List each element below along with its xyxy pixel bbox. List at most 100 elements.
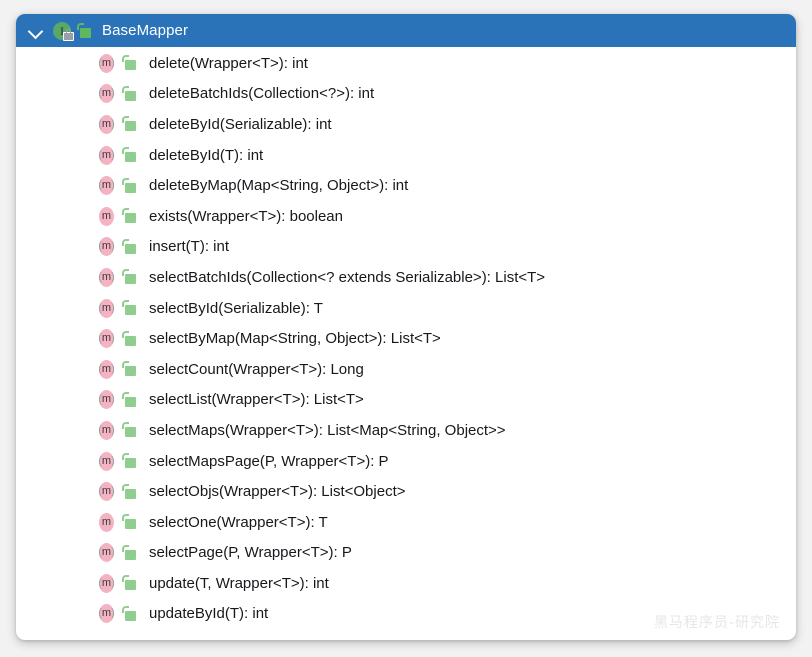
method-row[interactable]: mselectCount(Wrapper<T>): Long bbox=[16, 354, 796, 385]
abstract-method-icon: m bbox=[97, 543, 116, 563]
padlock-shackle bbox=[77, 22, 84, 30]
method-icon: m bbox=[97, 206, 116, 226]
padlock-shackle bbox=[122, 422, 129, 430]
method-row[interactable]: m insert(T): int bbox=[16, 232, 796, 263]
abstract-method-icon: m bbox=[97, 329, 116, 349]
padlock-shackle bbox=[122, 605, 129, 613]
padlock-body bbox=[125, 121, 136, 132]
padlock-body bbox=[125, 152, 136, 163]
public-unlocked-padlock-icon bbox=[122, 574, 138, 592]
padlock-body bbox=[125, 305, 136, 316]
method-row[interactable]: m selectOne(Wrapper<T>): T bbox=[16, 507, 796, 538]
chevron-down-icon[interactable] bbox=[26, 21, 46, 41]
abstract-method-icon: m bbox=[97, 573, 116, 593]
public-unlocked-padlock-icon bbox=[122, 177, 138, 195]
method-row[interactable]: m deleteById(T): int bbox=[16, 140, 796, 171]
method-signature: deleteByMap(Map<String, Object>): int bbox=[149, 177, 409, 195]
method-row[interactable]: mdeleteById(Serializable): int bbox=[16, 109, 796, 140]
interface-icon: I bbox=[53, 21, 74, 41]
method-icon-letter: m bbox=[97, 237, 116, 256]
padlock-body bbox=[125, 488, 136, 499]
method-signature: selectOne(Wrapper<T>): T bbox=[149, 513, 328, 531]
padlock-shackle bbox=[122, 330, 129, 338]
public-unlocked-padlock-icon bbox=[122, 85, 138, 103]
padlock-body bbox=[125, 396, 136, 407]
method-row[interactable]: m selectByMap(Map<String, Object>): List<… bbox=[16, 323, 796, 354]
public-unlocked-padlock-icon bbox=[122, 146, 138, 164]
abstract-method-icon: m bbox=[97, 145, 116, 165]
abstract-method-icon: m bbox=[97, 420, 116, 440]
member-list: m delete(Wrapper<T>): int m deleteBatchIds(… bbox=[16, 47, 796, 630]
public-unlocked-padlock-icon bbox=[122, 360, 138, 378]
method-row[interactable]: mselectBatchIds(Collection<? extends Ser… bbox=[16, 262, 796, 293]
abstract-method-icon: m bbox=[97, 114, 116, 134]
public-unlocked-padlock-icon bbox=[77, 22, 93, 40]
method-row[interactable]: m deleteBatchIds(Collection<?>): int bbox=[16, 79, 796, 110]
padlock-shackle bbox=[122, 514, 129, 522]
public-unlocked-padlock-icon bbox=[122, 268, 138, 286]
public-unlocked-padlock-icon bbox=[122, 115, 138, 133]
method-icon-letter: m bbox=[97, 421, 116, 440]
padlock-body bbox=[125, 366, 136, 377]
abstract-method-icon: m bbox=[97, 359, 116, 379]
watermark: 黑马程序员-研究院 bbox=[653, 615, 780, 631]
method-signature: selectList(Wrapper<T>): List<T> bbox=[149, 391, 364, 409]
method-icon-letter: m bbox=[97, 360, 116, 379]
padlock-body bbox=[125, 427, 136, 438]
public-unlocked-padlock-icon bbox=[122, 483, 138, 501]
method-row[interactable]: m selectById(Serializable): T bbox=[16, 293, 796, 324]
method-signature: insert(T): int bbox=[149, 238, 230, 256]
method-icon-letter: m bbox=[97, 604, 116, 623]
method-icon-letter: m bbox=[97, 54, 116, 73]
public-unlocked-padlock-icon bbox=[122, 238, 138, 256]
class-header-row[interactable]: I BaseMapper bbox=[16, 14, 796, 47]
padlock-shackle bbox=[122, 483, 129, 491]
padlock-body bbox=[125, 519, 136, 530]
method-signature: selectMapsPage(P, Wrapper<T>): P bbox=[149, 452, 389, 470]
abstract-method-icon: m bbox=[97, 237, 116, 257]
abstract-method-icon: m bbox=[97, 53, 116, 73]
method-signature: deleteBatchIds(Collection<?>): int bbox=[149, 85, 375, 103]
method-icon-letter: m bbox=[97, 176, 116, 195]
public-unlocked-padlock-icon bbox=[122, 544, 138, 562]
abstract-method-icon: m bbox=[97, 176, 116, 196]
padlock-body bbox=[125, 60, 136, 71]
padlock-body bbox=[125, 610, 136, 621]
padlock-shackle bbox=[122, 55, 129, 63]
method-icon-letter: m bbox=[97, 329, 116, 348]
method-signature: selectById(Serializable): T bbox=[149, 299, 323, 317]
abstract-method-icon: m bbox=[97, 604, 116, 624]
method-row[interactable]: m delete(Wrapper<T>): int bbox=[16, 48, 796, 79]
method-row[interactable]: mselectList(Wrapper<T>): List<T> bbox=[16, 385, 796, 416]
method-signature: exists(Wrapper<T>): boolean bbox=[149, 207, 343, 225]
interface-icon-letter: I bbox=[60, 23, 64, 38]
abstract-method-icon: m bbox=[97, 451, 116, 471]
abstract-method-icon: m bbox=[97, 298, 116, 318]
method-icon-letter: m bbox=[97, 574, 116, 593]
method-row[interactable]: m selectMapsPage(P, Wrapper<T>): P bbox=[16, 446, 796, 477]
method-signature: deleteById(T): int bbox=[149, 146, 264, 164]
method-signature: selectPage(P, Wrapper<T>): P bbox=[149, 544, 352, 562]
padlock-body bbox=[80, 27, 91, 38]
padlock-body bbox=[125, 274, 136, 285]
method-row[interactable]: mselectMaps(Wrapper<T>): List<Map<String… bbox=[16, 415, 796, 446]
method-row[interactable]: m exists(Wrapper<T>): boolean bbox=[16, 201, 796, 232]
method-signature: delete(Wrapper<T>): int bbox=[149, 54, 308, 72]
padlock-body bbox=[125, 243, 136, 254]
public-unlocked-padlock-icon bbox=[122, 513, 138, 531]
method-signature: selectByMap(Map<String, Object>): List<T… bbox=[149, 330, 441, 348]
method-signature: updateById(T): int bbox=[149, 605, 269, 623]
method-row[interactable]: mupdate(T, Wrapper<T>): int bbox=[16, 568, 796, 599]
method-icon-letter: m bbox=[97, 452, 116, 471]
method-row[interactable]: m selectPage(P, Wrapper<T>): P bbox=[16, 538, 796, 569]
public-unlocked-padlock-icon bbox=[122, 207, 138, 225]
abstract-method-icon: m bbox=[97, 482, 116, 502]
method-row[interactable]: mselectObjs(Wrapper<T>): List<Object> bbox=[16, 476, 796, 507]
method-row[interactable]: m deleteByMap(Map<String, Object>): int bbox=[16, 170, 796, 201]
abstract-method-icon: m bbox=[97, 267, 116, 287]
padlock-shackle bbox=[122, 269, 129, 277]
method-icon: m bbox=[97, 512, 116, 532]
padlock-body bbox=[125, 458, 136, 469]
abstract-method-icon: m bbox=[97, 84, 116, 104]
method-row[interactable]: m updateById(T): int bbox=[16, 599, 796, 630]
